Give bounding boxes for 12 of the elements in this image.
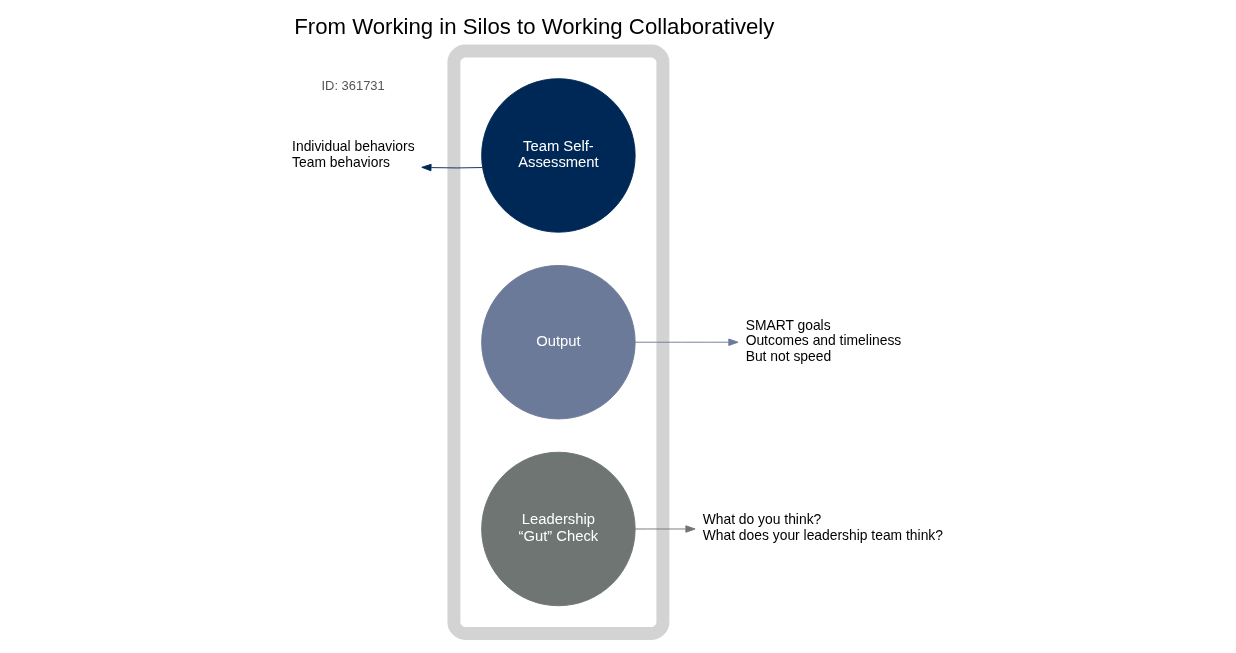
diagram-title: From Working in Silos to Working Collaboratively <box>293 13 774 39</box>
node-text: What do you think? What does your leadership team think? <box>702 511 943 544</box>
node-text: Individual behaviors Team behaviors <box>291 137 415 170</box>
label: ID: 361731 <box>320 77 385 93</box>
node-circle: Team Self-Assessment <box>480 78 636 233</box>
node-circle: Leadership “Gut” Check <box>480 451 636 607</box>
arrow <box>420 163 483 172</box>
node-text: SMART goals Outcomes and timeliness But not speed <box>745 316 901 365</box>
arrow <box>634 525 696 533</box>
arrow <box>634 338 738 346</box>
node-circle: Output <box>480 265 636 420</box>
cluster <box>446 44 669 640</box>
